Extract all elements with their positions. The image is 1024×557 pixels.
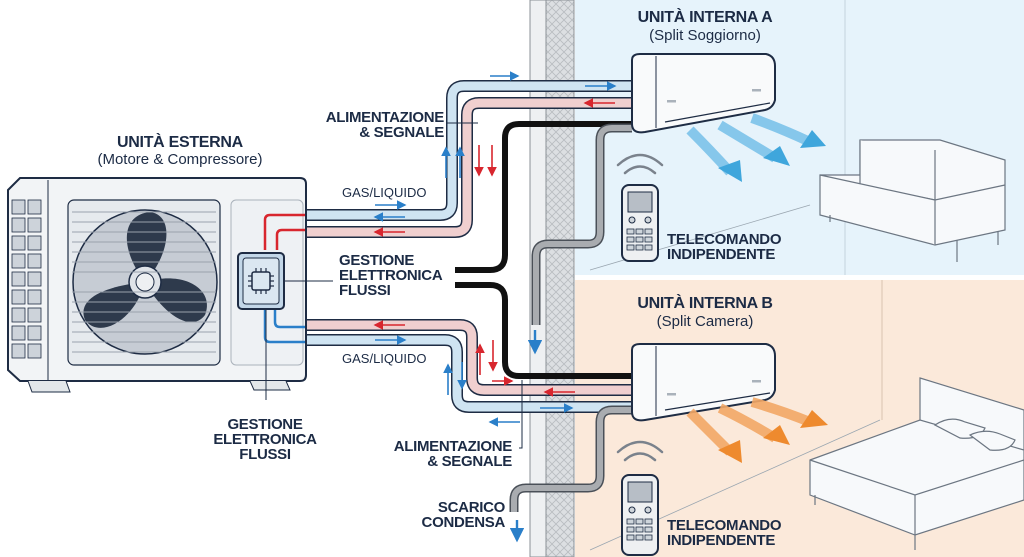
flow-management-line-3: FLUSSI	[339, 282, 391, 299]
condensate-line-1: SCARICO	[437, 499, 505, 516]
gas-liquid-label-bottom: GAS/LIQUIDO	[342, 351, 427, 366]
drain-pipe	[509, 123, 632, 512]
power-signal-line-2: & SEGNALE	[427, 453, 512, 470]
remote-line-1: TELECOMANDO	[667, 231, 782, 248]
condensate-drain-label: SCARICO CONDENSA	[405, 499, 506, 531]
pipe-hot-b	[305, 319, 632, 396]
side-grille	[11, 199, 42, 359]
outdoor-unit	[7, 177, 307, 393]
remote-line-2: INDIPENDENTE	[667, 532, 776, 549]
wifi-signal-icon	[616, 153, 664, 175]
fan-icon	[72, 209, 218, 355]
flow-management-line-3: FLUSSI	[239, 446, 291, 463]
indoor-unit-b-subtitle: (Split Camera)	[656, 313, 754, 330]
flow-management-line-1: GESTIONE	[227, 416, 303, 433]
flow-management-line-2: ELETTRONICA	[213, 431, 317, 448]
power-signal-line-1: ALIMENTAZIONE	[393, 438, 513, 455]
indoor-unit-b	[631, 343, 776, 422]
airflow-warm-heads	[718, 410, 828, 463]
outdoor-unit-subtitle: (Motore & Compressore)	[97, 151, 263, 168]
flow-management-label-left: GESTIONE ELETTRONICA FLUSSI	[205, 417, 325, 462]
chip-icon	[237, 252, 333, 400]
remote-label-b: TELECOMANDO INDIPENDENTE	[667, 517, 782, 549]
power-signal-line-2: & SEGNALE	[359, 124, 444, 141]
remote-line-1: TELECOMANDO	[667, 517, 782, 534]
flow-management-line-2: ELETTRONICA	[339, 267, 443, 284]
gas-liquid-label-top: GAS/LIQUIDO	[342, 185, 427, 200]
flow-arrows	[373, 71, 617, 543]
flow-management-label-center: GESTIONE ELETTRONICA FLUSSI	[339, 252, 443, 299]
outdoor-unit-title: UNITÀ ESTERNA	[117, 134, 243, 151]
power-signal-line-1: ALIMENTAZIONE	[325, 109, 445, 126]
pipe-cold-b	[305, 334, 632, 413]
power-signal-label-bottom: ALIMENTAZIONE & SEGNALE	[360, 438, 513, 470]
indoor-unit-a-title: UNITÀ INTERNA A	[637, 9, 773, 26]
remote-line-2: INDIPENDENTE	[667, 246, 776, 263]
leader-lines	[446, 122, 523, 449]
remote-control-b	[616, 440, 664, 556]
flow-management-line-1: GESTIONE	[339, 252, 415, 269]
remote-control-a	[616, 153, 664, 262]
pipe-hot-a	[305, 97, 632, 238]
signal-cable	[455, 121, 632, 379]
airflow-cold-heads	[718, 130, 826, 182]
pipe-cold-a	[305, 80, 632, 221]
indoor-unit-b-title: UNITÀ INTERNA B	[637, 295, 773, 312]
remote-label-a: TELECOMANDO INDIPENDENTE	[667, 231, 782, 263]
bed-icon	[809, 377, 1024, 550]
condensate-line-2: CONDENSA	[421, 514, 506, 531]
sofa-icon	[819, 139, 1006, 262]
wifi-signal-icon	[616, 440, 664, 462]
indoor-unit-a	[631, 53, 776, 134]
indoor-unit-a-subtitle: (Split Soggiorno)	[649, 27, 761, 44]
power-signal-label-top: ALIMENTAZIONE & SEGNALE	[290, 109, 445, 141]
